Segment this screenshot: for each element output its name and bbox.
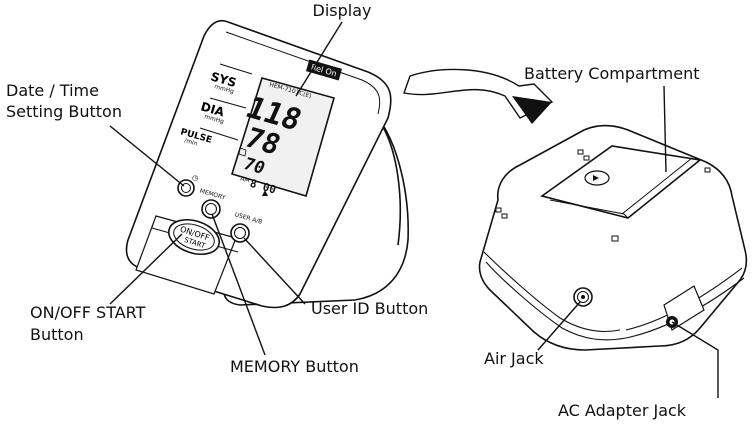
label-on-off-line2: Button xyxy=(30,325,84,344)
am-label: AM xyxy=(239,175,250,184)
leader-battery xyxy=(663,85,667,173)
leader-user-id xyxy=(243,237,306,305)
label-display: Display xyxy=(313,1,372,20)
heart-icon xyxy=(238,147,247,157)
label-user-id: User ID Button xyxy=(311,299,428,318)
transition-arrow xyxy=(403,68,554,119)
monitor-back-view xyxy=(478,124,748,351)
user-symbol-icon xyxy=(262,190,268,196)
arrow-head-icon xyxy=(512,96,552,124)
label-on-off-line1: ON/OFF START xyxy=(30,303,146,322)
label-ac-adapter: AC Adapter Jack xyxy=(558,401,687,420)
battery-compartment xyxy=(540,145,702,219)
dia-label: DIA xyxy=(199,99,226,119)
leader-air-jack xyxy=(537,301,581,351)
monitor-front-view xyxy=(125,20,409,309)
leader-date-time xyxy=(109,125,185,187)
label-battery: Battery Compartment xyxy=(524,64,700,83)
leader-memory xyxy=(211,213,266,356)
label-date-time-line1: Date / Time xyxy=(6,81,99,100)
display-screen xyxy=(230,77,335,197)
label-date-time-line2: Setting Button xyxy=(6,102,122,121)
sys-label: SYS xyxy=(209,69,238,90)
leader-lines xyxy=(109,21,719,398)
pulse-unit: /min xyxy=(183,137,198,147)
clock-icon: ◷ xyxy=(192,174,199,182)
leader-on-off xyxy=(109,233,183,305)
label-air-jack: Air Jack xyxy=(484,349,544,368)
label-memory: MEMORY Button xyxy=(230,357,359,376)
leader-display xyxy=(295,21,343,97)
leader-ac-adapter xyxy=(671,321,719,398)
